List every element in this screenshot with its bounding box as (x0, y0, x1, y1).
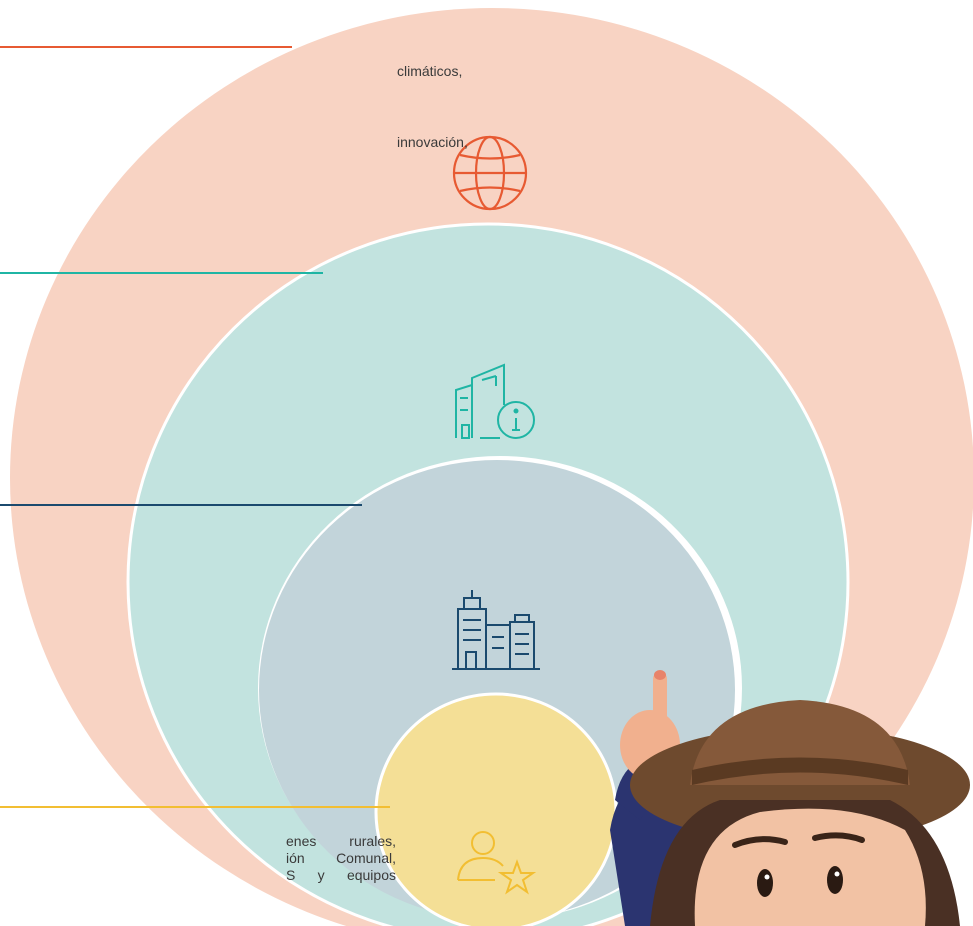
personal-text-line-3: S y equipos (286, 867, 396, 883)
personal-circle (374, 692, 618, 926)
city-buildings-icon (452, 590, 540, 670)
personal-text-line-1: enes rurales, (286, 833, 396, 849)
building-info-icon (455, 363, 535, 439)
user-star-icon (457, 831, 537, 895)
global-text-line-1: climáticos, (397, 63, 463, 79)
globe-icon (452, 135, 528, 211)
global-text-line-2: innovación, (397, 134, 468, 150)
pointing-character-illustration (610, 670, 970, 926)
personal-text-line-2: ión Comunal, (286, 850, 396, 866)
